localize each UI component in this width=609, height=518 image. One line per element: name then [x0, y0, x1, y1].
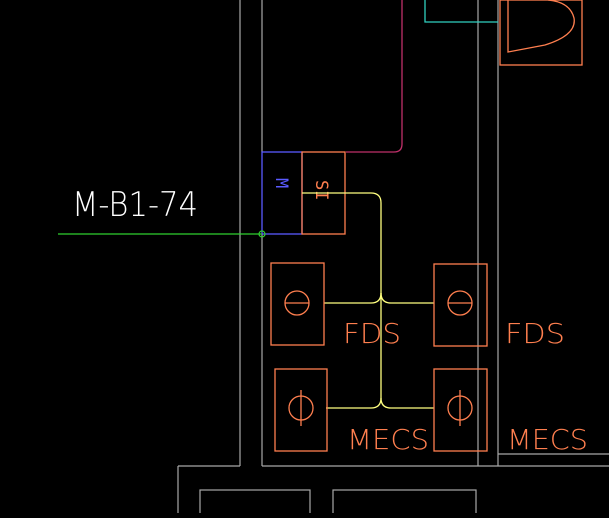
yellow-wire-main [302, 192, 382, 409]
room-outline [199, 489, 311, 518]
magenta-wire [346, 0, 403, 153]
room-outline [332, 489, 477, 518]
device-d-shape [507, 0, 575, 53]
module-m-box [261, 151, 303, 235]
device-labels: FDS FDS MECS MECS [343, 317, 588, 456]
mecs-label-left: MECS [347, 423, 429, 456]
fds-box [433, 263, 488, 347]
cyan-wire [424, 0, 498, 23]
top-right-device-symbol [499, 0, 583, 66]
yellow-wiring [302, 192, 434, 409]
fds-box [270, 262, 325, 346]
module-m-label: M [271, 178, 291, 188]
device-box [499, 0, 583, 66]
fds-device-left [270, 262, 325, 346]
fds-device-right [433, 263, 488, 347]
mecs-device-left [274, 368, 328, 452]
yellow-wire-fds-left [324, 292, 382, 304]
fds-label-left: FDS [343, 317, 401, 350]
mecs-label-right: MECS [507, 423, 588, 456]
mecs-box [433, 368, 488, 452]
tag-label: M-B1-74 [72, 185, 198, 225]
module-si-label: SI [311, 180, 331, 200]
wall-outlines [177, 0, 609, 518]
mecs-device-right [433, 368, 488, 452]
yellow-wire-fds-right [380, 292, 434, 304]
yellow-wire-mecs-right [380, 397, 434, 409]
fds-label-right: FDS [505, 317, 565, 350]
mecs-box [274, 368, 328, 452]
junction-node [258, 230, 266, 238]
